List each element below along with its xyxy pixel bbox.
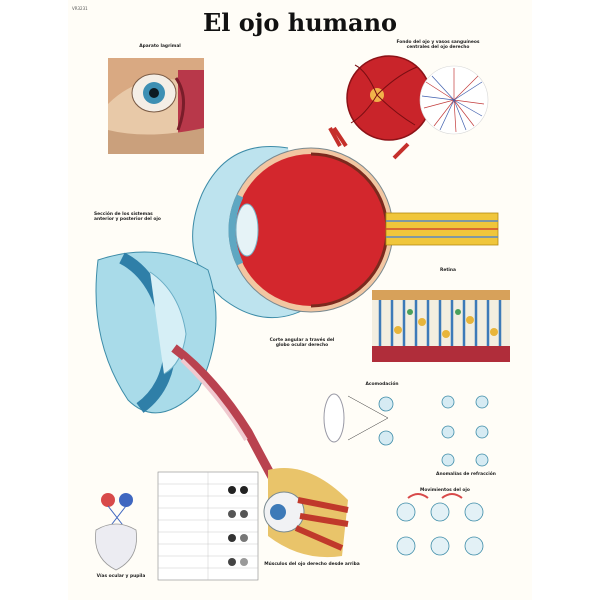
retina-illustration xyxy=(372,290,510,362)
caption-refraction: Anomalías de refracción xyxy=(436,472,496,477)
caption-vision: Vías ocular y pupila xyxy=(96,574,146,579)
caption-globe: Corte angular a través del globo ocular … xyxy=(269,338,335,349)
visual-pathway-illustration xyxy=(95,493,137,571)
eye-anatomy-poster: VR3231 El ojo humano xyxy=(68,0,532,600)
eye-muscles-illustration xyxy=(263,468,349,558)
poster-code: VR3231 xyxy=(72,6,88,11)
lacrimal-illustration xyxy=(108,58,204,154)
caption-anterior: Sección de los sistemas anterior y poste… xyxy=(94,212,161,223)
fundus-illustration xyxy=(346,55,489,141)
visual-field-table xyxy=(157,471,259,581)
caption-muscles: Músculos del ojo derecho desde arriba xyxy=(264,562,360,567)
eyeball-cross-section xyxy=(192,126,499,319)
refraction-illustration xyxy=(441,395,489,467)
eye-movements-illustration xyxy=(396,502,484,556)
caption-fundus: Fondo del ojo y vasos sanguíneos central… xyxy=(396,40,480,51)
caption-accommodation: Acomodación xyxy=(365,382,399,387)
accommodation-illustration xyxy=(323,393,394,446)
caption-retina: Retina xyxy=(439,268,457,273)
caption-lacrimal: Aparato lagrimal xyxy=(139,44,181,49)
poster-title: El ojo humano xyxy=(202,8,398,37)
illustrations xyxy=(95,55,510,581)
caption-movements: Movimientos del ojo xyxy=(420,488,470,493)
